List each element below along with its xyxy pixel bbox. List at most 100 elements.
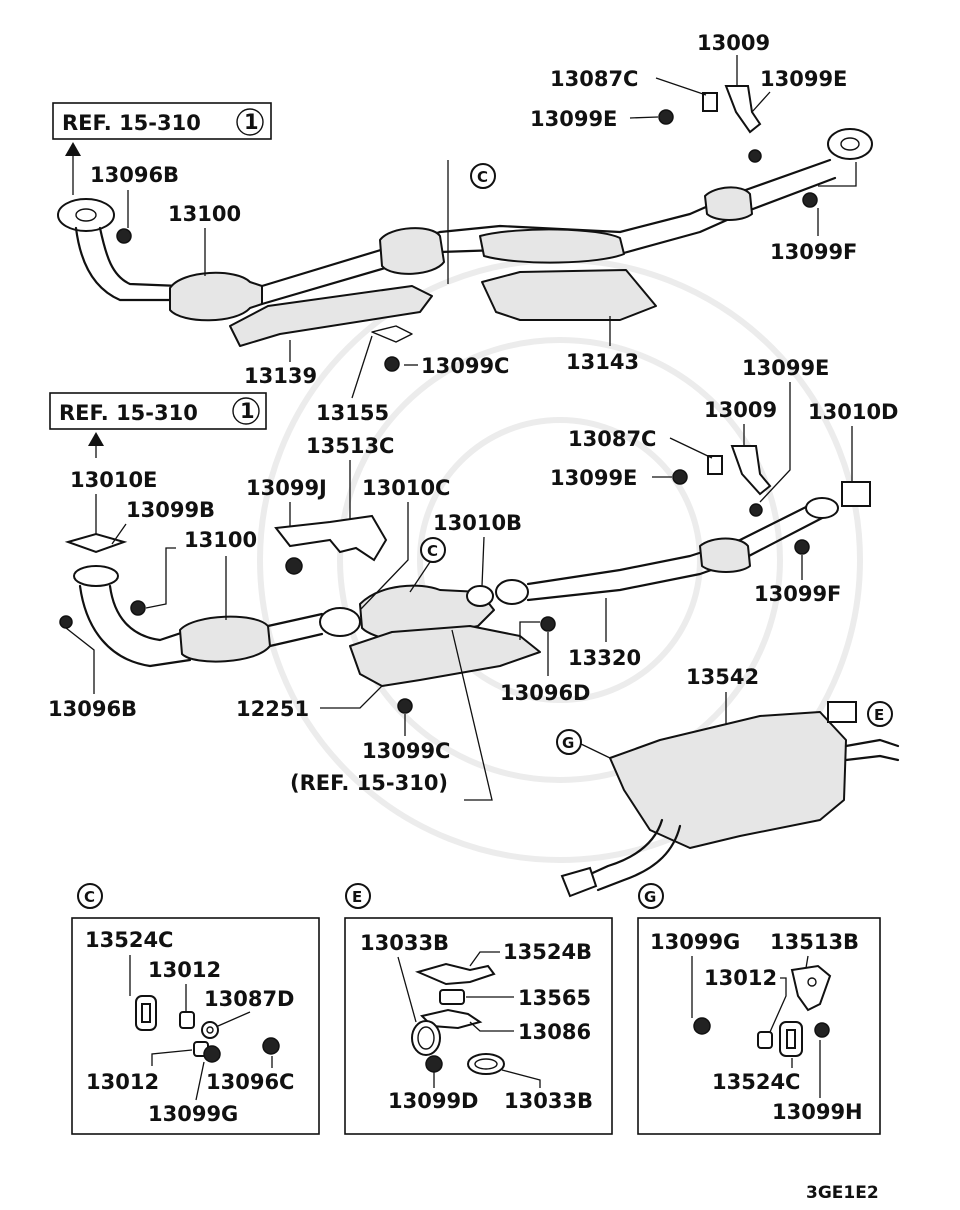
bolt-13099H-icon — [814, 1022, 830, 1038]
label-upper-13143: 13143 — [566, 350, 639, 374]
middle-callout-G-text: G — [562, 734, 574, 752]
middle-rear-flange — [805, 497, 839, 519]
middle-center-pipe — [266, 612, 324, 648]
label-upper-13100: 13100 — [168, 202, 241, 226]
bracket-13155 — [371, 325, 413, 343]
label-mid-13010B: 13010B — [433, 511, 522, 535]
middle-hanger-bracket — [730, 445, 772, 496]
upper-ref-box[interactable] — [52, 102, 272, 140]
collar-13012-G — [757, 1031, 773, 1049]
label-G-13513B: 13513B — [770, 930, 859, 954]
label-mid-13010C: 13010C — [362, 476, 450, 500]
hanger-rubber — [702, 92, 718, 112]
label-mid-13099E-top: 13099E — [742, 356, 829, 380]
nut-13099E-icon — [748, 149, 762, 163]
catalytic-converter — [169, 271, 263, 322]
heat-protector-12251 — [349, 625, 541, 687]
rear-resonator — [704, 186, 753, 221]
label-G-13012: 13012 — [704, 966, 777, 990]
nut-13096B-mid-icon — [59, 615, 73, 629]
upper-ref-circle — [236, 108, 264, 136]
nut-13096B-icon — [116, 228, 132, 244]
label-upper-13087C: 13087C — [550, 67, 638, 91]
label-mid-13099C: 13099C — [362, 739, 450, 763]
bracket-13524B — [415, 962, 496, 986]
middle-callout-C-text: C — [427, 542, 438, 560]
main-muffler-flange — [560, 866, 598, 898]
label-E-13099D: 13099D — [388, 1089, 479, 1113]
middle-ref-box[interactable] — [49, 392, 267, 430]
heat-protector-13143 — [481, 269, 657, 321]
middle-front-flange — [73, 565, 119, 587]
upper-ref-num: 1 — [244, 110, 259, 134]
front-exhaust-pipe — [74, 226, 182, 302]
label-G-13099H: 13099H — [772, 1100, 863, 1124]
label-mid-13010D: 13010D — [808, 400, 899, 424]
label-upper-13099E-b: 13099E — [530, 107, 617, 131]
middle-callout-E[interactable] — [867, 701, 893, 727]
middle-ref-num: 1 — [240, 399, 255, 423]
label-E-13524B: 13524B — [503, 940, 592, 964]
main-muffler-tailpipe — [844, 738, 900, 762]
label-mid-13320: 13320 — [568, 646, 641, 670]
washer-13087D — [201, 1021, 219, 1039]
middle-ref-text: REF. 15-310 — [59, 401, 198, 425]
sub-muffler — [479, 228, 625, 264]
detail-C: C 13524C 13012 13087D 13012 13096C 13099… — [71, 883, 320, 1135]
bolt-13099E-icon — [658, 109, 674, 125]
middle-callout-G[interactable] — [556, 729, 582, 755]
label-E-13033B-a: 13033B — [360, 931, 449, 955]
label-upper-13099E-a: 13099E — [760, 67, 847, 91]
middle-bolt-13099F-icon — [794, 539, 810, 555]
flange-13010C — [319, 607, 361, 637]
middle-front-pipe — [78, 584, 192, 668]
label-mid-13099B: 13099B — [126, 498, 215, 522]
middle-hanger-rubber — [707, 455, 723, 475]
detail-C-box — [71, 917, 320, 1135]
middle-bottom-ref[interactable]: (REF. 15-310) — [290, 771, 448, 795]
bracket-13513B — [790, 964, 832, 1012]
upper-callout-C[interactable] — [470, 163, 496, 189]
upper-assembly: REF. 15-310 1 C — [52, 31, 873, 425]
label-C-13524C: 13524C — [85, 928, 173, 952]
bolt-13099J-icon — [285, 557, 303, 575]
label-mid-13100: 13100 — [184, 528, 257, 552]
main-muffler-hanger — [827, 701, 857, 723]
bracket-13513C — [274, 514, 388, 562]
bolt-13099C-mid-icon — [397, 698, 413, 714]
detail-C-letter: C — [84, 888, 95, 906]
label-E-13086: 13086 — [518, 1020, 591, 1044]
middle-ref-arrow-icon — [88, 432, 104, 446]
figure-code: 3GE1E2 — [806, 1183, 879, 1203]
middle-callout-C[interactable] — [420, 537, 446, 563]
detail-E-box — [344, 917, 613, 1135]
detail-G: G 13099G 13513B 13012 13524C 13099H — [637, 883, 881, 1135]
center-resonator — [379, 227, 445, 275]
label-upper-13009: 13009 — [697, 31, 770, 55]
label-upper-13139: 13139 — [244, 364, 317, 388]
bolt-13099C-icon — [384, 356, 400, 372]
detail-G-box — [637, 917, 881, 1135]
label-mid-13099F: 13099F — [754, 582, 841, 606]
middle-ref-circle — [232, 397, 260, 425]
label-mid-13009: 13009 — [704, 398, 777, 422]
label-E-13565: 13565 — [518, 986, 591, 1010]
label-G-13524C: 13524C — [712, 1070, 800, 1094]
gasket-13033B-a — [411, 1020, 441, 1056]
nut-13096C-icon — [262, 1037, 280, 1055]
bolt-13099G-G-icon — [693, 1017, 711, 1035]
heat-protector-13139 — [229, 285, 433, 347]
bolt-13099F-icon — [802, 192, 818, 208]
middle-catalytic-converter — [179, 615, 271, 663]
detail-G-marker — [638, 883, 664, 909]
gasket-13010B — [466, 585, 494, 607]
label-mid-13099E: 13099E — [550, 466, 637, 490]
label-upper-13099C: 13099C — [421, 354, 509, 378]
label-mid-13087C: 13087C — [568, 427, 656, 451]
gasket-13033B-b — [467, 1053, 505, 1075]
middle-rear-resonator — [699, 537, 751, 573]
main-muffler-13542 — [609, 711, 847, 849]
label-C-13099G: 13099G — [148, 1102, 238, 1126]
label-C-13012-b: 13012 — [86, 1070, 159, 1094]
collar-13012-C-a — [179, 1011, 195, 1029]
